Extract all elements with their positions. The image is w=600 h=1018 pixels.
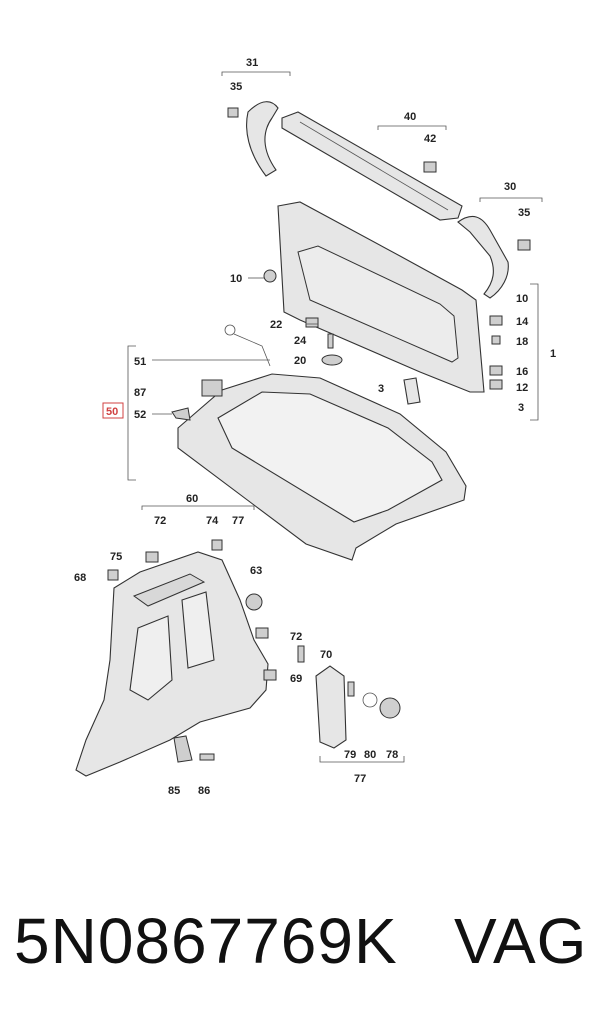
label-12: 12: [516, 382, 528, 394]
label-77-top: 77: [232, 515, 244, 527]
ring-80: [362, 692, 378, 708]
label-3: 3: [378, 383, 384, 395]
screw-86: [199, 753, 215, 761]
label-35-left: 35: [230, 81, 242, 93]
part-number-caption: 5N0867769K VAG: [14, 896, 594, 986]
screw-24: [327, 333, 334, 349]
cover-3: [403, 377, 421, 405]
clip-18: [491, 335, 501, 345]
part-60-side-trim: [75, 551, 269, 777]
knob-63: [245, 593, 263, 611]
label-14: 14: [516, 316, 529, 328]
label-69: 69: [290, 673, 302, 685]
label-77: 77: [354, 773, 366, 785]
clip-35-left: [227, 107, 239, 118]
knob-78: [379, 697, 401, 719]
washer-20: [321, 354, 343, 366]
label-42: 42: [424, 133, 436, 145]
clip-12: [489, 379, 503, 390]
leader-lines: [141, 71, 543, 510]
label-68: 68: [74, 572, 86, 584]
label-72: 72: [290, 631, 302, 643]
pin-79: [347, 681, 355, 697]
label-50: 50: [106, 406, 118, 418]
clip-68: [107, 569, 119, 581]
label-86: 86: [198, 785, 210, 797]
label-3-right: 3: [518, 402, 524, 414]
highlight-box-50: [102, 402, 124, 419]
clip-35-right: [517, 239, 531, 251]
clip-16: [489, 365, 503, 376]
label-35-right: 35: [518, 207, 530, 219]
label-16: 16: [516, 366, 528, 378]
part-30-pillar-trim: [457, 215, 509, 299]
label-80: 80: [364, 749, 376, 761]
clip-22: [305, 317, 319, 328]
clip-42: [423, 161, 437, 173]
clip-72: [255, 627, 269, 639]
label-10-left: 10: [230, 273, 242, 285]
label-74: 74: [206, 515, 219, 527]
label-1: 1: [550, 348, 556, 360]
bolt-70: [297, 645, 305, 663]
strap-51: [224, 324, 271, 367]
bracket-right: [530, 283, 539, 421]
clip-69: [263, 669, 277, 681]
label-85: 85: [168, 785, 180, 797]
clip-14: [489, 315, 503, 326]
part-50-parcel-shelf: [177, 373, 467, 561]
label-60: 60: [186, 493, 198, 505]
label-20: 20: [294, 355, 306, 367]
label-78: 78: [386, 749, 398, 761]
label-79: 79: [344, 749, 356, 761]
bracket-77: [319, 756, 405, 763]
label-51: 51: [134, 356, 146, 368]
part-1-tailgate-panel: [277, 201, 485, 393]
parts-diagram: 31 35 40 42 30 35 10 10 14 18 1 16 12 3 …: [74, 57, 556, 797]
label-18: 18: [516, 336, 528, 348]
part-77-flap: [315, 665, 347, 749]
bracket-left-50: [127, 345, 136, 481]
label-63: 63: [250, 565, 262, 577]
brand-name: VAG: [454, 905, 588, 977]
label-22: 22: [270, 319, 282, 331]
hook-52: [171, 407, 191, 421]
clip-75: [145, 551, 159, 563]
part-number: 5N0867769K: [14, 905, 398, 977]
part-40-top-trim: [281, 111, 463, 221]
block-87: [201, 379, 223, 397]
label-52: 52: [134, 409, 146, 421]
grommet-10-left: [263, 269, 277, 283]
clip-74: [211, 539, 223, 551]
label-40: 40: [404, 111, 416, 123]
label-24: 24: [294, 335, 307, 347]
bracket-85: [173, 735, 193, 763]
label-70: 70: [320, 649, 332, 661]
caption-spacer: [398, 905, 454, 977]
label-30: 30: [504, 181, 516, 193]
label-10-right: 10: [516, 293, 528, 305]
label-72-top: 72: [154, 515, 166, 527]
part-31-pillar-trim: [246, 101, 279, 177]
label-87: 87: [134, 387, 146, 399]
label-75: 75: [110, 551, 122, 563]
label-31: 31: [246, 57, 258, 69]
